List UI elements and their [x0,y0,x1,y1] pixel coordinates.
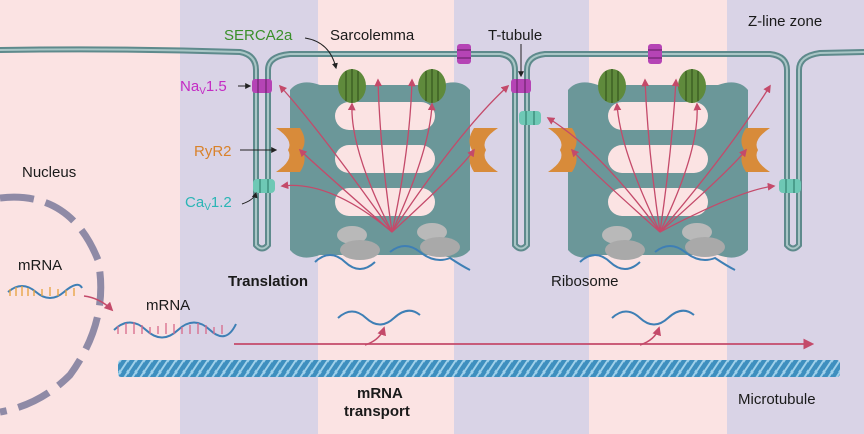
translation-arrow [659,182,776,233]
mrna-strand [579,254,641,270]
ribosome [417,223,460,257]
serca-leader [304,37,338,70]
serca2a-pumps [338,69,706,103]
translation-arrow [391,78,416,233]
translation-arrows-right [546,78,776,233]
nav15-label: NaV1.5 [180,78,227,97]
mrna-transport-label-line1: mRNA [357,385,403,402]
serca2a-pump [338,69,366,103]
microtubule [118,360,840,377]
sarcoplasmic-reticulum-right [568,82,748,258]
translation-arrow [641,78,661,233]
ribosome [337,226,380,260]
nucleus [0,193,105,416]
t-tubule-label: T-tubule [488,27,543,44]
translation-arrow [347,102,393,233]
mrna-transport-label-line2: transport [344,403,410,420]
serca2a-pump [598,69,626,103]
cav-leader [241,191,258,205]
cav12-label: CaV1.2 [185,194,232,213]
ryr2-receptor [469,128,498,172]
translation-arrow [278,84,393,233]
ryr2-receptor [741,128,770,172]
nav15-channel [252,79,272,93]
translation-arrow [391,102,436,233]
nuclear-export-arrow [83,295,114,312]
mrna-cytoplasm-strand [113,321,237,339]
mrna-strand [654,245,736,271]
translation-arrow [391,84,510,233]
ryr2-receptor [276,128,305,172]
z-line-zone-label: Z-line zone [748,13,823,30]
nucleus-label: Nucleus [22,164,77,181]
cav12-channel [519,111,541,125]
mrna-strand [611,309,695,326]
translation-arrow [659,102,702,233]
cav12-channels [253,111,801,193]
mrna-transport-strands [337,309,695,326]
translation-arrow [298,148,393,233]
translation-arrow [659,84,771,233]
translation-arrow [280,181,393,233]
mrna-strand [337,309,421,326]
sarcolemma-label: Sarcolemma [330,27,415,44]
nav15-channel [457,44,471,64]
translation-arrow [659,78,680,233]
serca2a-pump [678,69,706,103]
sarcolemma-membrane [0,46,864,252]
translation-arrow [659,148,747,233]
translation-arrow [391,148,475,233]
mrna-strand [314,254,376,270]
translation-arrows-left [278,78,510,233]
ribosome [602,226,645,260]
ryr2-receptors [276,128,770,172]
mrna-nucleus-strand [7,283,83,299]
cav12-channel [253,179,275,193]
ribosomes [337,223,725,260]
cav12-channel [779,179,801,193]
translation-label: Translation [228,273,309,290]
ribosome [682,223,725,257]
serca2a-pump [418,69,446,103]
nav15-channel [648,44,662,64]
nav15-channel [511,79,531,93]
mrna-nucleus-label: mRNA [18,257,63,274]
translation-arrow [613,102,661,233]
translation-arrow [374,78,393,233]
mrna-strands-ribosomes [314,245,736,271]
nav15-channels [252,44,662,93]
label-leaders [238,37,524,205]
translation-arrow [570,148,661,233]
ryr2-label: RyR2 [194,143,232,160]
ryr2-receptor [548,128,577,172]
mrna-strand [389,245,471,271]
ribosome-label: Ribosome [551,273,619,290]
mrna-cytoplasm-label: mRNA [146,297,191,314]
serca2a-label: SERCA2a [224,27,293,44]
translation-arrow [546,117,661,233]
microtubule-label: Microtubule [738,391,816,408]
